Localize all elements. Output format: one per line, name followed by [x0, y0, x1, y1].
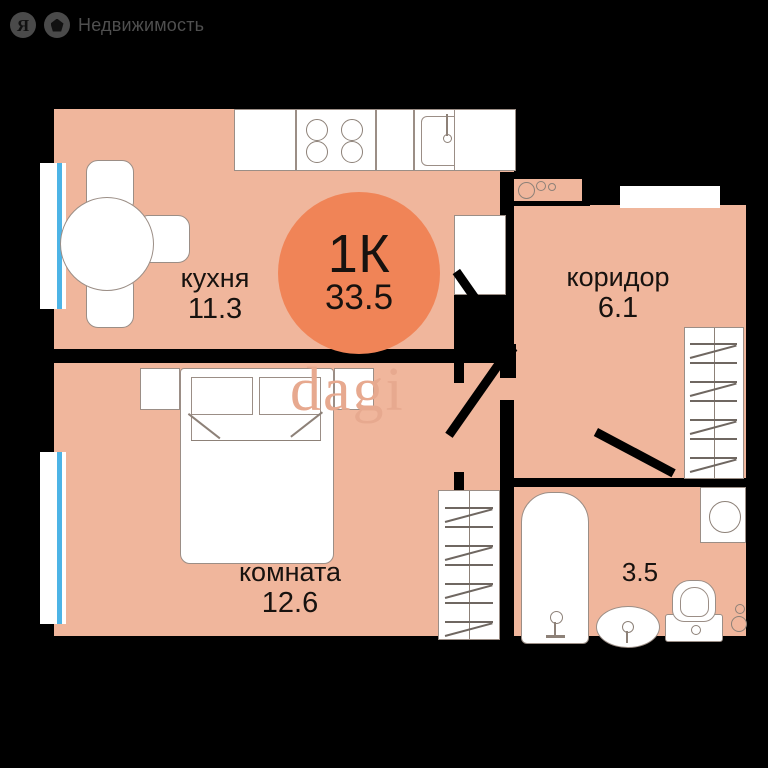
faucet-head [443, 134, 452, 143]
wall-kitchen-living-divider [40, 349, 515, 363]
wardrobe-tick [445, 507, 493, 509]
kitchen-counter-left [234, 109, 296, 171]
toilet-flush-button [691, 625, 701, 635]
stove [296, 109, 376, 171]
pillow-left [191, 377, 253, 415]
washing-machine-door [709, 501, 741, 533]
room-label-bathroom: 3.5 [595, 556, 685, 588]
door-jamb-kitchen [500, 344, 516, 378]
watermark: dagi [290, 356, 405, 424]
wardrobe-tick [690, 419, 737, 421]
wardrobe-tick [690, 362, 737, 364]
apartment-type-badge: 1К 33.5 [278, 192, 440, 354]
room-label-corridor: коридор 6.1 [528, 262, 708, 324]
meter-box [514, 179, 582, 201]
washing-machine [700, 487, 746, 543]
window-lower-glass [57, 452, 62, 624]
washbasin-drain [622, 621, 634, 633]
nightstand-right [334, 368, 374, 410]
room-label-kitchen: кухня 11.3 [140, 263, 290, 325]
room-area-bathroom: 3.5 [621, 557, 659, 587]
faucet-stem [446, 114, 448, 136]
wardrobe-tick [690, 400, 737, 402]
room-area-living: 12.6 [261, 587, 319, 619]
window-lower-frame [40, 452, 66, 624]
bathtub-foot [546, 635, 565, 638]
wall-corridor-right [746, 185, 760, 650]
wardrobe-rail [714, 328, 716, 478]
yandex-ya-glyph: Я [16, 15, 30, 35]
wall-corridor-top [590, 172, 760, 186]
bed [180, 368, 334, 564]
wall-bottom-left [40, 636, 460, 650]
wall-living-right-upper [454, 363, 464, 383]
room-name-kitchen: кухня [180, 263, 250, 293]
stove-burner [341, 119, 363, 141]
blanket-edge [191, 440, 321, 442]
meter-dial-small [548, 183, 556, 191]
pillow-right [259, 377, 321, 415]
wardrobe-tick [445, 602, 493, 604]
bathtub-drain [550, 611, 563, 624]
bath-fixture-large [731, 616, 747, 632]
brand-logo: Я Недвижимость [10, 12, 204, 38]
wardrobe-tick [445, 564, 493, 566]
wall-corridor-left-lower [500, 400, 514, 650]
wardrobe-tick [445, 621, 493, 623]
bath-fixture-small [735, 604, 745, 614]
blanket-fold-right [289, 415, 321, 441]
dining-table [60, 197, 154, 291]
wardrobe-tick [690, 457, 737, 459]
washbasin-fitting [626, 631, 628, 643]
brand-name: Недвижимость [78, 14, 205, 35]
stove-burner [306, 119, 328, 141]
house-pentagon-icon [44, 12, 70, 38]
meter-dial-large [518, 182, 535, 199]
wardrobe-tick [445, 583, 493, 585]
badge-rooms: 1К [327, 224, 391, 284]
room-area-corridor: 6.1 [597, 292, 639, 324]
wardrobe-living [438, 490, 500, 640]
corridor-entry-mat [620, 186, 720, 208]
wardrobe-tick [445, 526, 493, 528]
meter-dial-small [536, 181, 546, 191]
wardrobe-tick [690, 343, 737, 345]
wardrobe-corridor [684, 327, 744, 479]
kitchen-counter-mid [376, 109, 414, 171]
yandex-ya-icon: Я [10, 12, 36, 38]
stove-burner [306, 141, 328, 163]
room-name-living: комната [238, 557, 342, 587]
stove-burner [341, 141, 363, 163]
toilet-seat [680, 587, 709, 617]
wall-bath-corridor-divider [514, 478, 746, 487]
room-label-living: комната 12.6 [195, 557, 385, 619]
bathtub [521, 492, 589, 644]
wardrobe-tick [445, 545, 493, 547]
room-area-kitchen: 11.3 [187, 293, 243, 325]
wall-left-upper [40, 95, 54, 165]
wardrobe-tick [690, 381, 737, 383]
toilet-bowl [672, 580, 716, 622]
badge-area: 33.5 [324, 278, 394, 317]
wall-entry-niche-bottom [514, 199, 590, 206]
room-name-corridor: коридор [566, 262, 670, 292]
nightstand-left [140, 368, 180, 410]
wall-left-mid [40, 305, 54, 455]
wall-top [40, 95, 760, 109]
wall-entry-right [500, 185, 514, 215]
bathtub-fitting [554, 622, 556, 636]
window-upper-glass [57, 163, 62, 309]
wardrobe-tick [690, 438, 737, 440]
kitchen-counter-right [454, 109, 516, 171]
